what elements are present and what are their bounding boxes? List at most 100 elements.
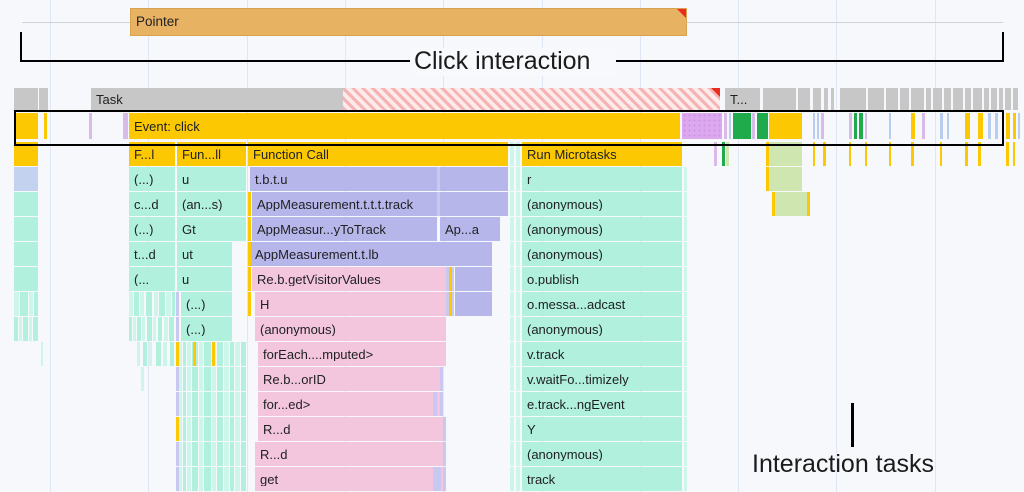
- flame-cell[interactable]: [199, 367, 203, 392]
- task-bar[interactable]: [840, 88, 866, 110]
- flame-cell[interactable]: [516, 342, 520, 367]
- task-bar[interactable]: [944, 88, 951, 110]
- flame-cell[interactable]: [433, 392, 437, 417]
- event-bar[interactable]: [813, 113, 815, 139]
- flame-cell[interactable]: [248, 192, 251, 217]
- flame-cell[interactable]: [510, 467, 514, 492]
- flame-cell[interactable]: [248, 242, 251, 267]
- flame-cell[interactable]: [241, 342, 246, 367]
- flame-cell[interactable]: u: [177, 167, 246, 192]
- flame-cell[interactable]: v.track: [522, 342, 682, 367]
- flame-cell[interactable]: [230, 417, 234, 442]
- event-bar[interactable]: [724, 113, 727, 139]
- flame-cell[interactable]: [248, 217, 251, 242]
- flame-cell[interactable]: [510, 167, 514, 192]
- flame-cell[interactable]: [192, 467, 198, 492]
- flame-cell[interactable]: [516, 167, 520, 192]
- flame-cell[interactable]: [1013, 142, 1015, 167]
- flame-cell[interactable]: [141, 367, 144, 392]
- flame-cell[interactable]: [433, 467, 441, 492]
- flame-cell[interactable]: [516, 467, 520, 492]
- flame-cell[interactable]: [204, 417, 211, 442]
- flame-cell[interactable]: [147, 317, 152, 342]
- flame-cell[interactable]: (anonymous): [255, 317, 446, 342]
- flame-cell[interactable]: [684, 392, 687, 417]
- flame-cell[interactable]: [965, 142, 968, 167]
- task-bar[interactable]: [1013, 88, 1018, 110]
- task-bar[interactable]: [933, 88, 942, 110]
- flame-cell[interactable]: [212, 467, 216, 492]
- flame-cell[interactable]: [510, 267, 514, 292]
- event-bar[interactable]: [1013, 113, 1016, 139]
- task-bar[interactable]: [14, 88, 38, 110]
- flame-cell[interactable]: [172, 292, 175, 317]
- flame-cell[interactable]: [178, 367, 182, 392]
- flame-cell[interactable]: [510, 367, 514, 392]
- flame-cell[interactable]: [813, 142, 815, 167]
- flame-cell[interactable]: [23, 317, 28, 342]
- flame-cell[interactable]: Function Call: [248, 142, 508, 167]
- flame-cell[interactable]: [187, 392, 191, 417]
- flame-cell[interactable]: [204, 367, 211, 392]
- flame-cell[interactable]: [769, 142, 802, 167]
- flame-cell[interactable]: [176, 292, 179, 317]
- flame-cell[interactable]: [217, 392, 223, 417]
- flame-cell[interactable]: Y: [522, 417, 682, 442]
- flame-cell[interactable]: [772, 192, 775, 217]
- event-bar[interactable]: [752, 113, 755, 139]
- flame-cell[interactable]: [14, 167, 38, 192]
- flame-cell[interactable]: [510, 442, 514, 467]
- flame-cell[interactable]: [241, 367, 246, 392]
- flame-cell[interactable]: [684, 467, 687, 492]
- flame-cell[interactable]: [865, 142, 867, 167]
- flame-cell[interactable]: (anonymous): [522, 217, 682, 242]
- flame-cell[interactable]: e.track...ngEvent: [522, 392, 682, 417]
- flame-cell[interactable]: Re.b.getVisitorValues: [252, 267, 446, 292]
- flame-cell[interactable]: [192, 392, 198, 417]
- flame-cell[interactable]: track: [522, 467, 682, 492]
- flame-cell[interactable]: [29, 292, 33, 317]
- flame-cell[interactable]: [911, 142, 914, 167]
- flame-cell[interactable]: [510, 217, 514, 242]
- event-bar[interactable]: [729, 113, 731, 139]
- flame-cell[interactable]: [510, 142, 514, 167]
- flame-cell[interactable]: F...l: [129, 142, 175, 167]
- flame-cell[interactable]: (...): [181, 292, 232, 317]
- flame-cell[interactable]: (anonymous): [522, 442, 682, 467]
- flame-cell[interactable]: [446, 292, 449, 317]
- event-bar[interactable]: [14, 113, 38, 139]
- flame-cell[interactable]: c...d: [129, 192, 175, 217]
- task-bar[interactable]: [824, 88, 828, 110]
- flame-cell[interactable]: [766, 142, 769, 167]
- task-bar[interactable]: [926, 88, 931, 110]
- flame-cell[interactable]: [451, 267, 454, 292]
- event-bar[interactable]: [44, 113, 47, 139]
- event-bar[interactable]: [769, 113, 802, 139]
- event-bar[interactable]: [940, 113, 943, 139]
- flame-cell[interactable]: [455, 267, 492, 292]
- flame-cell[interactable]: [199, 392, 203, 417]
- flame-cell[interactable]: [176, 367, 179, 392]
- event-bar[interactable]: [995, 113, 998, 139]
- flame-cell[interactable]: [235, 442, 240, 467]
- flame-cell[interactable]: [169, 317, 174, 342]
- flame-cell[interactable]: [510, 292, 514, 317]
- flame-cell[interactable]: [187, 342, 191, 367]
- flame-cell[interactable]: [516, 217, 520, 242]
- flame-cell[interactable]: [33, 317, 38, 342]
- flame-cell[interactable]: [455, 292, 492, 317]
- flame-cell[interactable]: [178, 442, 182, 467]
- flame-cell[interactable]: [176, 442, 179, 467]
- flame-cell[interactable]: [241, 442, 246, 467]
- event-bar[interactable]: [865, 113, 867, 139]
- flame-cell[interactable]: Re.b...orID: [258, 367, 440, 392]
- event-bar[interactable]: [859, 113, 863, 139]
- flame-cell[interactable]: [217, 342, 223, 367]
- event-bar[interactable]: [733, 113, 751, 139]
- flame-cell[interactable]: [129, 292, 133, 317]
- flame-cell[interactable]: (anonymous): [522, 317, 682, 342]
- flame-cell[interactable]: [510, 417, 514, 442]
- flame-cell[interactable]: [212, 417, 216, 442]
- flame-cell[interactable]: [192, 367, 198, 392]
- event-bar[interactable]: [854, 113, 857, 139]
